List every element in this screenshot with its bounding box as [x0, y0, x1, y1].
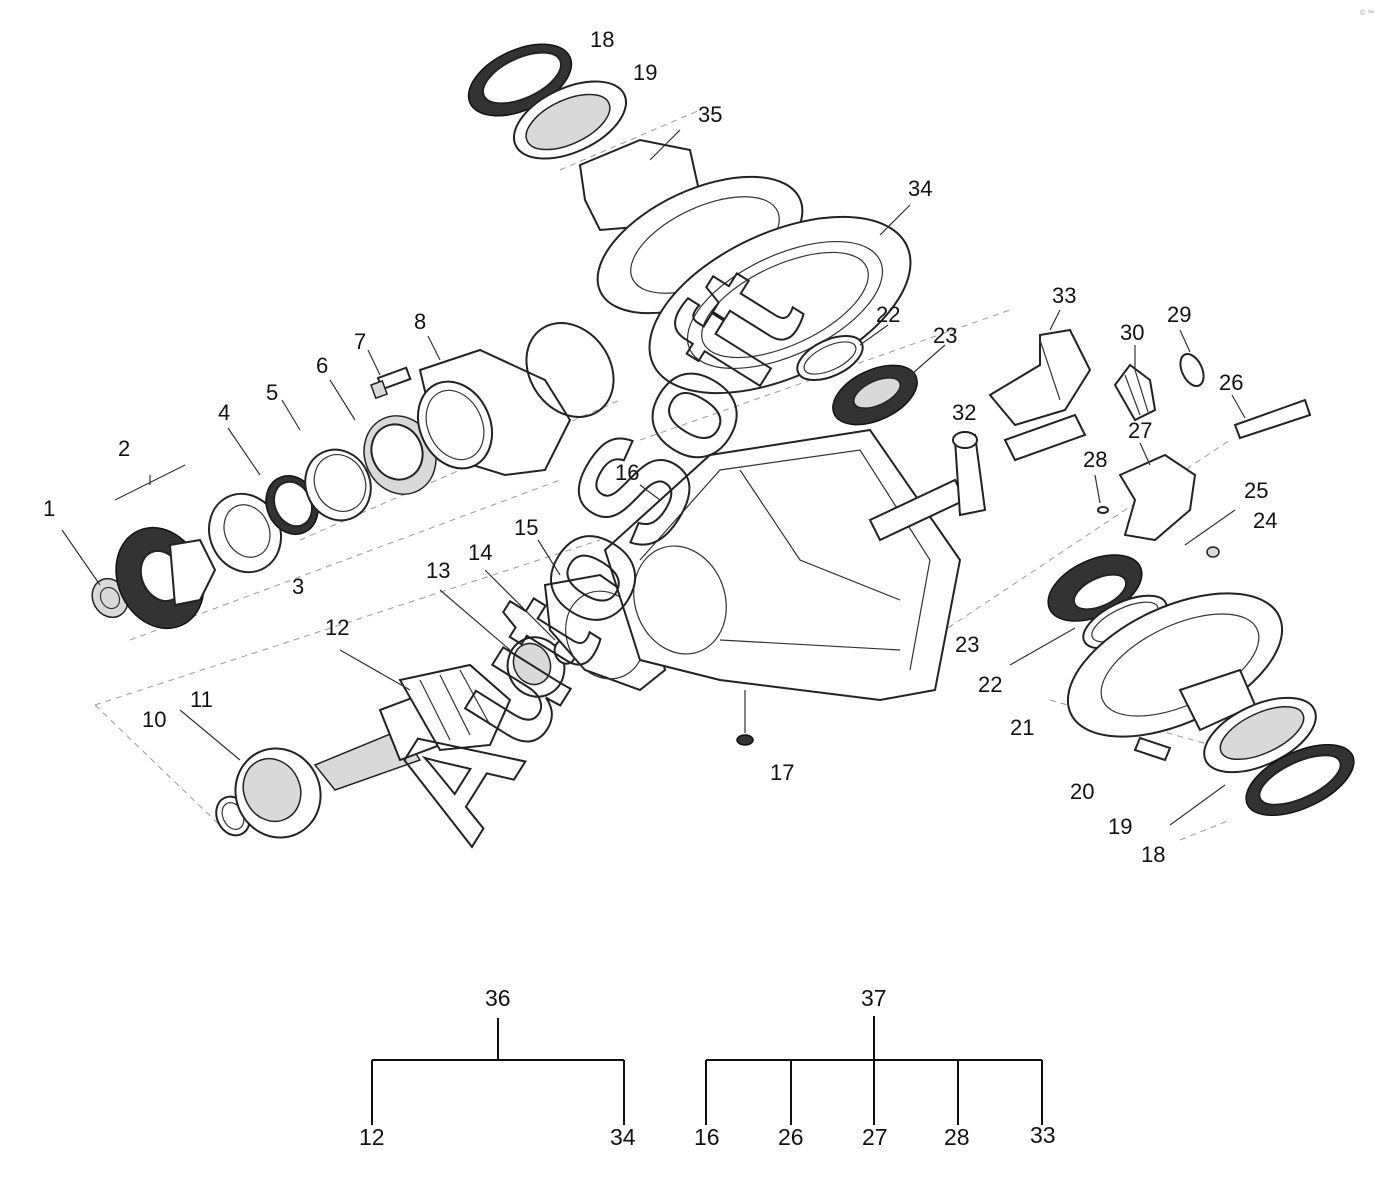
bearing-cage-part-8 [417, 348, 572, 477]
spider-part-33 [988, 328, 1092, 427]
assembly-37-child-16: 16 [694, 1124, 720, 1150]
bearing-part-11 [234, 747, 322, 839]
o-ring [525, 322, 615, 418]
part-label-3: 3 [292, 574, 304, 599]
part-label-23-bottom: 23 [955, 632, 979, 657]
part-label-4: 4 [218, 400, 230, 425]
part-label-26: 26 [1219, 370, 1243, 395]
part-label-1: 1 [43, 496, 55, 521]
assembly-tree-37: 37 16 26 27 28 33 [694, 985, 1056, 1150]
part-label-28: 28 [1083, 447, 1107, 472]
cross-shaft-part-32 [868, 413, 1087, 542]
part-label-19-bottom: 19 [1108, 814, 1132, 839]
bearing-part-19-bottom [1203, 696, 1317, 774]
side-gear-part-23-top [832, 364, 918, 426]
flange-part-2 [115, 526, 217, 630]
part-label-23-top: 23 [933, 323, 957, 348]
part-label-35: 35 [698, 102, 722, 127]
part-label-12: 12 [325, 615, 349, 640]
part-label-13: 13 [426, 558, 450, 583]
leader-lines [61, 129, 1246, 826]
part-label-11: 11 [190, 687, 213, 712]
bolt-part-7 [370, 366, 412, 400]
bearing-part-19-top [512, 80, 628, 160]
part-labels: 1 2 3 4 5 6 7 8 10 11 12 13 14 15 16 17 … [43, 27, 1277, 867]
plug-part-17 [736, 734, 754, 746]
part-label-21: 21 [1010, 715, 1034, 740]
part-label-14: 14 [468, 540, 492, 565]
part-label-27: 27 [1128, 418, 1152, 443]
part-label-29: 29 [1167, 302, 1191, 327]
bolt-part-20 [1133, 736, 1172, 762]
bearing-part-13 [506, 636, 566, 698]
pin-part-28 [1097, 506, 1109, 514]
part-label-33: 33 [1052, 283, 1076, 308]
housing-part-16 [603, 428, 962, 702]
assembly-37-child-33: 33 [1030, 1122, 1056, 1148]
screw-part-24 [1206, 546, 1220, 558]
spring-part-25 [1184, 509, 1236, 546]
part-label-17: 17 [770, 760, 794, 785]
part-label-18-bottom: 18 [1141, 842, 1165, 867]
assembly-tree-36: 36 12 34 [359, 985, 636, 1150]
part-label-20: 20 [1070, 779, 1094, 804]
part-label-10: 10 [142, 707, 166, 732]
part-label-32: 32 [952, 400, 976, 425]
assembly-36-child-34: 34 [610, 1124, 636, 1150]
part-label-25: 25 [1244, 478, 1268, 503]
part-label-15: 15 [514, 515, 538, 540]
part-label-19-top: 19 [633, 60, 657, 85]
seal-part-3 [208, 492, 282, 574]
part-label-18-top: 18 [590, 27, 614, 52]
part-label-16: 16 [615, 460, 639, 485]
part-label-2: 2 [118, 436, 130, 461]
drive-pinion-part-12 [313, 663, 512, 791]
part-label-8: 8 [414, 309, 426, 334]
nut-part-18-bottom [1245, 743, 1355, 817]
part-label-7: 7 [354, 329, 366, 354]
pin-part-26 [1233, 398, 1312, 440]
corner-mark: © ™ [1360, 9, 1374, 17]
part-label-22-top: 22 [876, 302, 900, 327]
seal-part-5 [304, 448, 372, 522]
assembly-36-child-12: 12 [359, 1124, 385, 1150]
part-label-6: 6 [316, 353, 328, 378]
assembly-37-child-28: 28 [944, 1124, 970, 1150]
assembly-37-child-26: 26 [778, 1124, 804, 1150]
bearing-part-6 [363, 415, 437, 495]
pinion-gear-part-30 [1113, 363, 1157, 422]
part-label-24: 24 [1253, 508, 1277, 533]
block-part-27 [1118, 453, 1197, 542]
part-label-22-bottom: 22 [978, 672, 1002, 697]
assembly-label-36: 36 [485, 985, 511, 1011]
assembly-label-37: 37 [861, 985, 887, 1011]
part-label-5: 5 [266, 380, 278, 405]
part-label-30: 30 [1120, 320, 1144, 345]
assembly-37-child-27: 27 [862, 1124, 888, 1150]
part-label-34: 34 [908, 176, 932, 201]
washer-part-29 [1179, 353, 1205, 387]
